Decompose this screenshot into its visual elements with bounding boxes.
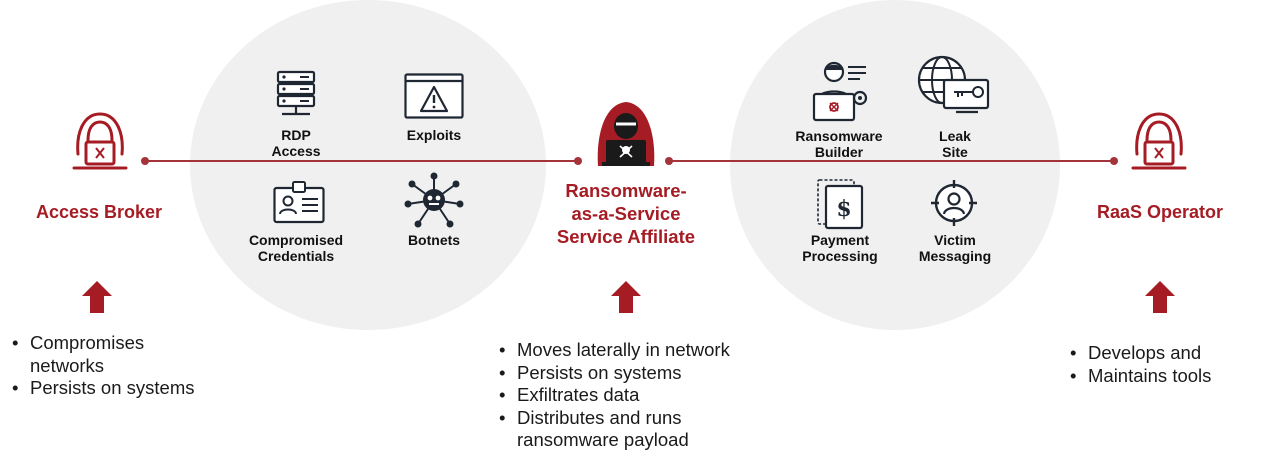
raas-operator-bullets: Develops and Maintains tools (1068, 342, 1268, 387)
server-rack-icon (276, 70, 316, 123)
raas-operator-title: RaaS Operator (1096, 202, 1224, 222)
id-card-icon (273, 180, 325, 229)
bot-network-icon (404, 172, 464, 233)
developer-icon (808, 58, 870, 127)
up-arrow-icon (610, 280, 642, 319)
tool-label-ransomware-builder: Ransomware Builder (795, 128, 883, 160)
connector-dot (1110, 157, 1118, 165)
up-arrow-icon (81, 280, 113, 319)
tool-label-botnets: Botnets (407, 232, 461, 248)
access-broker-title: Access Broker (35, 202, 163, 222)
up-arrow-icon (1144, 280, 1176, 319)
list-item: Compromises networks (10, 332, 200, 377)
affiliate-bullets: Moves laterally in network Persists on s… (497, 339, 787, 452)
warning-window-icon (404, 73, 464, 124)
hacker-icon (68, 104, 132, 174)
tool-label-exploits: Exploits (406, 127, 462, 143)
ransomware-services-circle (730, 0, 1060, 330)
connector-line-right (668, 160, 1116, 162)
affiliate-title: Ransomware- as-a-Service Service Affilia… (556, 180, 696, 247)
initial-access-services-circle (190, 0, 546, 330)
access-broker-bullets: Compromises networks Persists on systems (10, 332, 200, 400)
list-item: Exfiltrates data (497, 384, 787, 407)
tool-label-payment-processing: Payment Processing (802, 232, 878, 264)
list-item: Maintains tools (1068, 365, 1268, 388)
list-item: Persists on systems (497, 362, 787, 385)
tool-label-leak-site: Leak Site (939, 128, 971, 160)
svg-text:$: $ (836, 196, 851, 222)
invoice-dollar-icon: $ (816, 178, 866, 235)
list-item: Distributes and runs ransomware payload (497, 407, 739, 452)
tool-label-rdp-access: RDP Access (271, 127, 321, 159)
connector-dot (665, 157, 673, 165)
list-item: Moves laterally in network (497, 339, 787, 362)
list-item: Persists on systems (10, 377, 200, 400)
tool-label-compromised-credentials: Compromised Credentials (248, 232, 344, 264)
connector-dot (574, 157, 582, 165)
hacker-icon (1127, 104, 1191, 174)
hooded-hacker-laptop-icon (592, 96, 660, 175)
globe-key-icon (916, 54, 994, 121)
connector-dot (141, 157, 149, 165)
connector-line-left (145, 160, 579, 162)
target-person-icon (929, 178, 979, 233)
list-item: Develops and (1068, 342, 1268, 365)
tool-label-victim-messaging: Victim Messaging (918, 232, 992, 264)
